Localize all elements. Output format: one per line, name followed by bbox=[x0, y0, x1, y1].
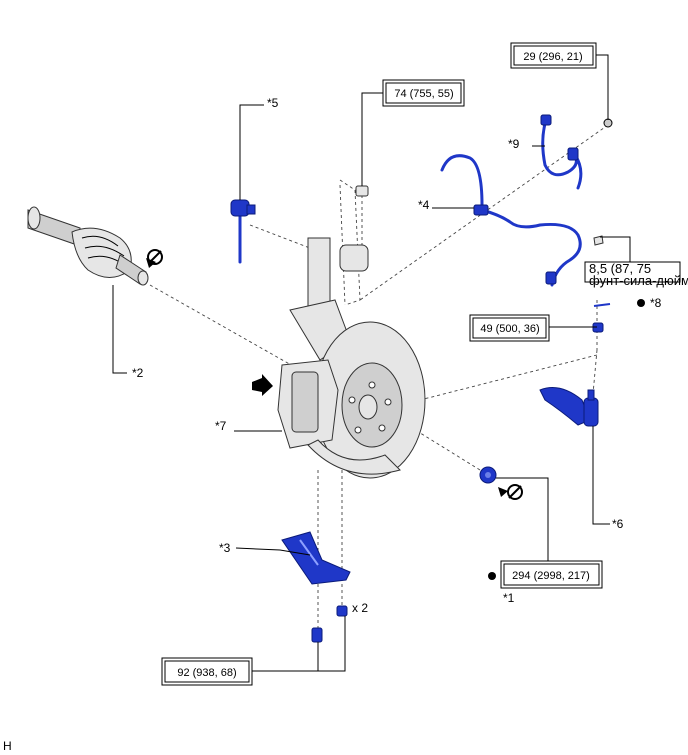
corner-mark: H bbox=[3, 739, 12, 753]
torque-box-294: 294 (2998, 217) bbox=[500, 560, 603, 589]
callout-9: *9 bbox=[508, 137, 520, 151]
callout-5: *5 bbox=[267, 96, 279, 110]
brake-caliper bbox=[277, 359, 339, 449]
torque-box-74: 74 (755, 55) bbox=[382, 79, 465, 107]
no-reuse-symbol-1 bbox=[498, 484, 523, 500]
svg-text:49 (500, 36): 49 (500, 36) bbox=[480, 323, 539, 335]
torque-box-29: 29 (296, 21) bbox=[510, 42, 597, 69]
lower-bolt bbox=[311, 627, 323, 643]
sensor-bolt bbox=[593, 235, 604, 246]
pointer-arrow bbox=[252, 374, 273, 396]
dust-cover bbox=[307, 439, 401, 475]
lower-nut bbox=[336, 605, 348, 617]
lower-ball-joint bbox=[281, 531, 351, 585]
drive-shaft bbox=[27, 206, 149, 286]
torque-box-8-5: 8,5 (87, 75 фунт-сила-дюйм) bbox=[584, 261, 688, 288]
svg-text:294 (2998, 217): 294 (2998, 217) bbox=[512, 570, 590, 582]
callout-3: *3 bbox=[219, 541, 231, 555]
callout-6: *6 bbox=[612, 517, 624, 531]
bullet-marker-8 bbox=[637, 299, 645, 307]
quantity-label: x 2 bbox=[352, 601, 368, 615]
callout-8: *8 bbox=[650, 296, 662, 310]
svg-text:74 (755, 55): 74 (755, 55) bbox=[394, 88, 453, 100]
callout-7: *7 bbox=[215, 419, 227, 433]
upper-nut bbox=[355, 185, 369, 197]
callout-1: *1 bbox=[503, 591, 515, 605]
svg-text:8,5 (87, 75: 8,5 (87, 75 bbox=[589, 261, 651, 276]
no-reuse-symbol-2 bbox=[146, 249, 163, 268]
speed-sensor-harness bbox=[440, 154, 582, 287]
callout-2: *2 bbox=[132, 366, 144, 380]
tie-rod-end bbox=[539, 387, 599, 427]
hose-bolt bbox=[603, 118, 613, 128]
stabilizer-link bbox=[230, 199, 256, 264]
hub-nut bbox=[479, 466, 497, 484]
svg-text:92 (938, 68): 92 (938, 68) bbox=[177, 667, 236, 679]
leader-lines bbox=[112, 54, 631, 672]
cotter-pin-8 bbox=[593, 303, 611, 307]
torque-box-49: 49 (500, 36) bbox=[469, 314, 550, 342]
flexible-hose bbox=[540, 114, 583, 190]
svg-text:29 (296, 21): 29 (296, 21) bbox=[523, 51, 582, 63]
torque-box-92: 92 (938, 68) bbox=[161, 657, 253, 686]
brake-disc bbox=[314, 321, 426, 479]
callout-4: *4 bbox=[418, 198, 430, 212]
svg-text:фунт-сила-дюйм): фунт-сила-дюйм) bbox=[589, 273, 688, 288]
bullet-marker-1 bbox=[488, 572, 496, 580]
